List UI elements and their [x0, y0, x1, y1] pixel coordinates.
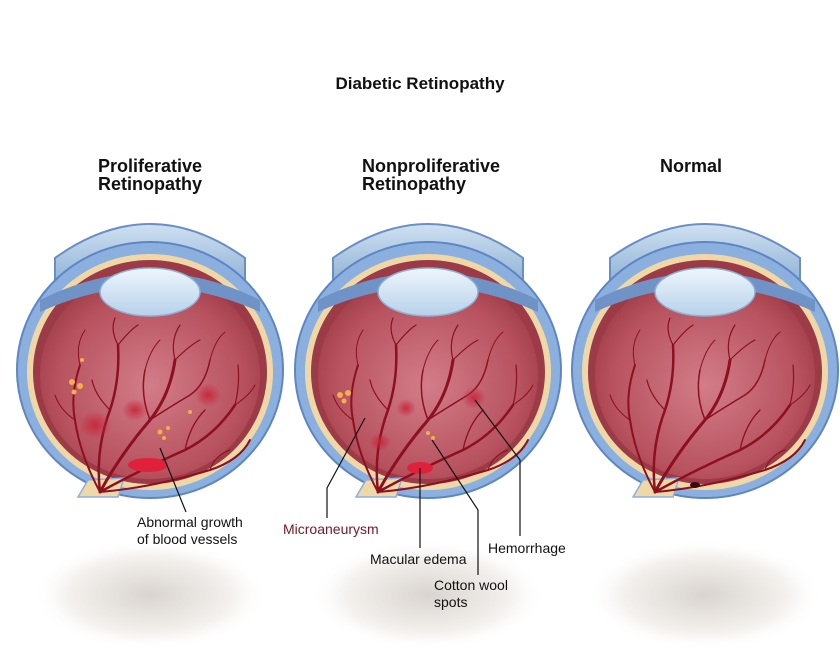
- eye-nonproliferative: [293, 222, 563, 652]
- label-microaneurysm: Microaneurysm: [283, 521, 379, 537]
- label-macular-edema: Macular edema: [370, 551, 467, 567]
- panel-title-normal: Normal: [660, 157, 722, 175]
- label-abnormal-growth: Abnormal growth of blood vessels: [137, 514, 243, 548]
- panel-title-line: Normal: [660, 156, 723, 176]
- label-line: Abnormal growth: [137, 514, 243, 530]
- label-line: of blood vessels: [137, 531, 238, 547]
- leader-lines: [159, 399, 521, 575]
- label-line: Cotton wool: [434, 577, 508, 593]
- label-cotton-wool-spots: Cotton wool spots: [434, 577, 508, 611]
- lesions-nonproliferative: [337, 387, 486, 474]
- label-hemorrhage: Hemorrhage: [488, 540, 566, 556]
- lesions-proliferative: [69, 358, 221, 472]
- eye-proliferative: [15, 222, 285, 652]
- leader-cotton-wool: [431, 439, 479, 575]
- leader-abnormal: [159, 447, 187, 513]
- panel-title-line: Retinopathy: [362, 174, 467, 194]
- panel-title-nonproliferative: Nonproliferative Retinopathy: [362, 157, 500, 193]
- panel-title-line: Nonproliferative: [362, 156, 501, 176]
- label-line: spots: [434, 594, 468, 610]
- leader-microaneurysm: [326, 417, 366, 518]
- diagram-title: Diabetic Retinopathy: [335, 74, 505, 93]
- panel-title-proliferative: Proliferative Retinopathy: [98, 157, 202, 193]
- fovea: [690, 482, 700, 488]
- panel-title-line: Proliferative: [98, 156, 203, 176]
- leader-hemorrhage: [474, 399, 521, 536]
- panel-title-line: Retinopathy: [98, 174, 203, 194]
- eye-normal: [570, 222, 840, 652]
